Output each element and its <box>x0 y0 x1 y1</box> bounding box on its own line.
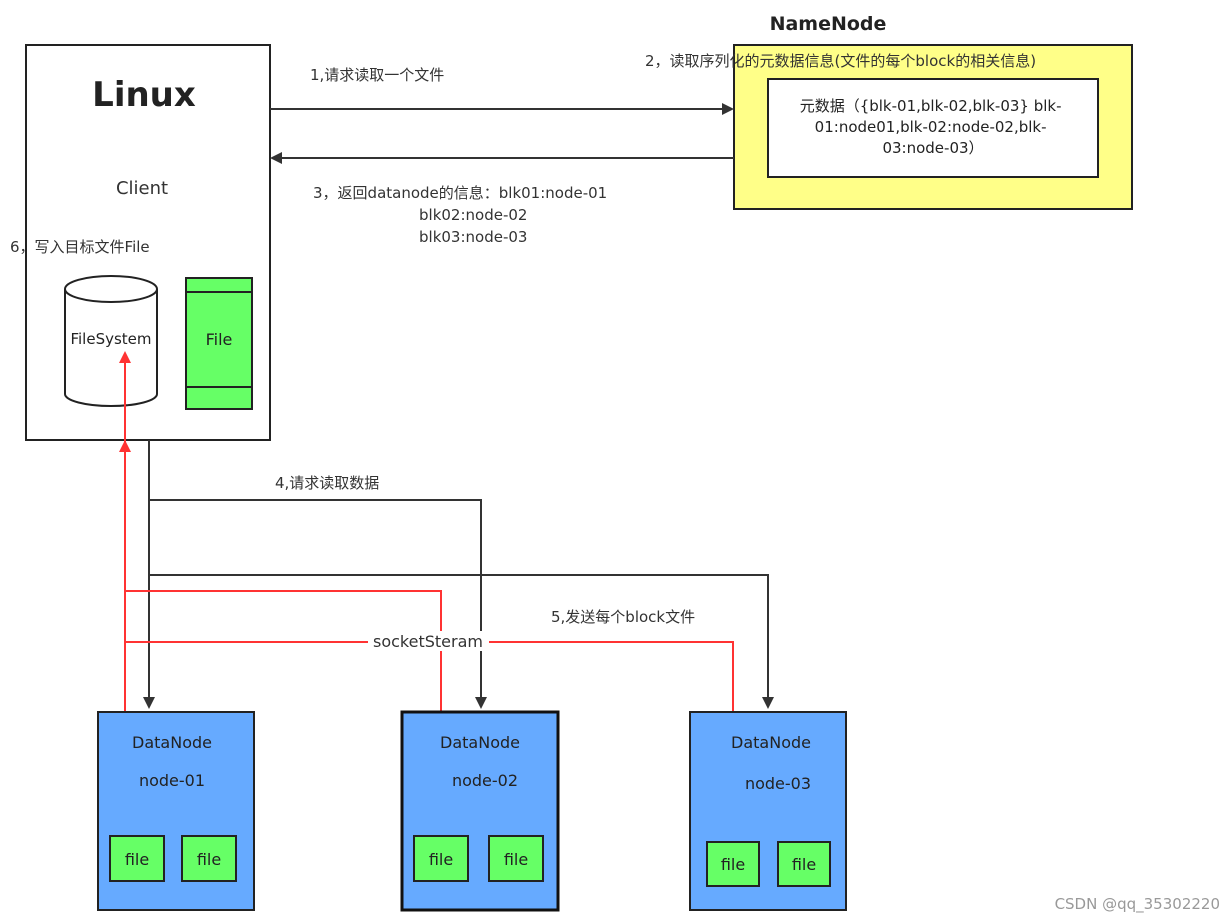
step1-label: 1,请求读取一个文件 <box>310 66 444 84</box>
block-file <box>413 835 469 882</box>
block-file <box>109 835 165 882</box>
metadata-text: 元数据（{blk-01,blk-02,blk-03} blk- 01:node0… <box>800 97 1067 157</box>
block-file-label: file <box>721 855 745 874</box>
datanode-title: DataNode <box>731 733 811 752</box>
datanode-1: DataNode node-01 file file <box>97 711 255 911</box>
datanode-3: DataNode node-03 file file <box>689 711 847 911</box>
step4-label: 4,请求读取数据 <box>275 474 379 492</box>
client-label: Client <box>116 178 168 199</box>
block-file <box>181 835 237 882</box>
stream-label-bg <box>368 631 489 651</box>
step2-label: 2，读取序列化的元数据信息(文件的每个block的相关信息) <box>645 52 1036 70</box>
block-file <box>488 835 544 882</box>
metadata-line: 元数据（{blk-01,blk-02,blk-03} blk- <box>800 97 1062 115</box>
block-file <box>706 841 760 887</box>
datanode-title: DataNode <box>132 733 212 752</box>
datanode-name: node-03 <box>745 774 811 793</box>
filesystem-cylinder-icon <box>64 275 158 407</box>
datanode-2: DataNode node-02 file file <box>400 710 560 912</box>
metadata-line: 01:node01,blk-02:node-02,blk- <box>815 118 1047 136</box>
metadata-line: 03:node-03） <box>882 139 983 157</box>
datanode-title: DataNode <box>440 733 520 752</box>
datanode-name: node-02 <box>452 771 518 790</box>
block-file-label: file <box>792 855 816 874</box>
datanode-name: node-01 <box>139 771 205 790</box>
step3-text: 3，返回datanode的信息：blk01:node-01 blk02:node… <box>313 184 612 246</box>
request-data-lines <box>143 440 774 709</box>
step3-line: 3，返回datanode的信息：blk01:node-01 <box>313 184 607 202</box>
step5-label: 5,发送每个block文件 <box>551 608 695 626</box>
block-file-label: file <box>504 850 528 869</box>
block-file <box>777 841 831 887</box>
stream-label: socketSteram <box>373 632 483 651</box>
block-file-label: file <box>125 850 149 869</box>
step3-line: blk03:node-03 <box>419 228 527 246</box>
filesystem-label: FileSystem <box>70 330 151 348</box>
step6-label: 6，写入目标文件File <box>10 238 150 256</box>
client-file-label: File <box>206 330 233 349</box>
metadata-box <box>767 78 1099 178</box>
block-file-label: file <box>197 850 221 869</box>
namenode-title: NameNode <box>770 13 887 35</box>
block-file-label: file <box>429 850 453 869</box>
watermark: CSDN @qq_35302220 <box>1055 895 1220 914</box>
step3-line: blk02:node-02 <box>419 206 527 224</box>
linux-label: Linux <box>92 75 196 115</box>
